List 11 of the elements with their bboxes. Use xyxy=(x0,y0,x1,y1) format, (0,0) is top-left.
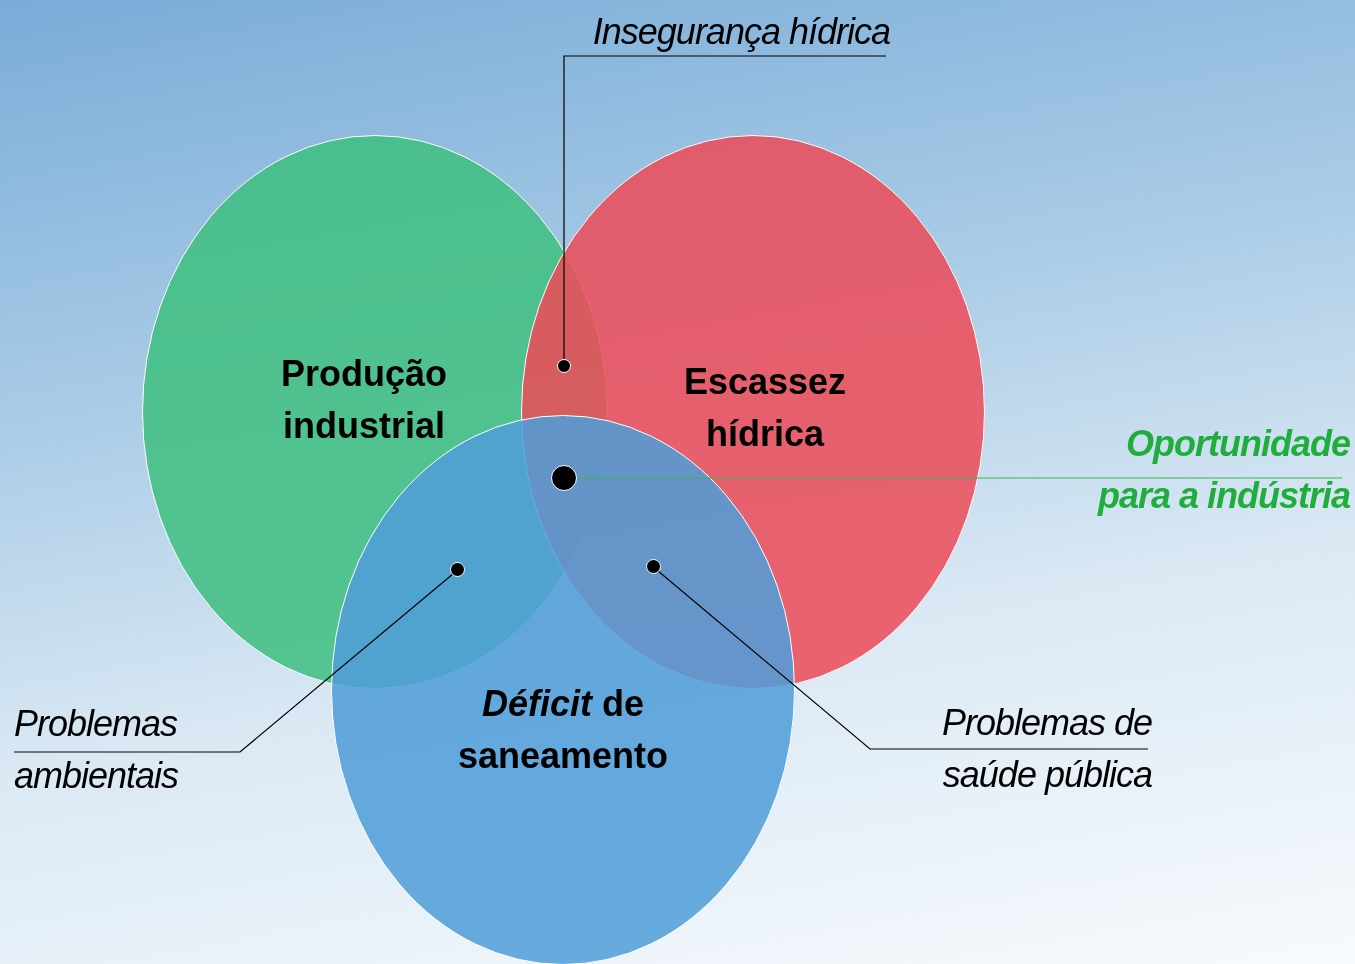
set-label: Déficit de saneamento xyxy=(456,681,670,778)
callout-label: Problemas de saúde pública xyxy=(920,697,1152,801)
callout-label: Insegurança hídrica xyxy=(568,6,890,56)
callout-label: Oportunidade para a indústria xyxy=(1050,418,1350,530)
callout-label: Problemas ambientais xyxy=(14,698,196,802)
set-label: Produção industrial xyxy=(280,351,448,448)
set-label: Escassez hídrica xyxy=(682,359,848,456)
leader-line xyxy=(563,55,887,360)
leader-line xyxy=(656,569,1149,750)
leader-line xyxy=(576,477,1343,479)
leader-line xyxy=(13,572,455,753)
